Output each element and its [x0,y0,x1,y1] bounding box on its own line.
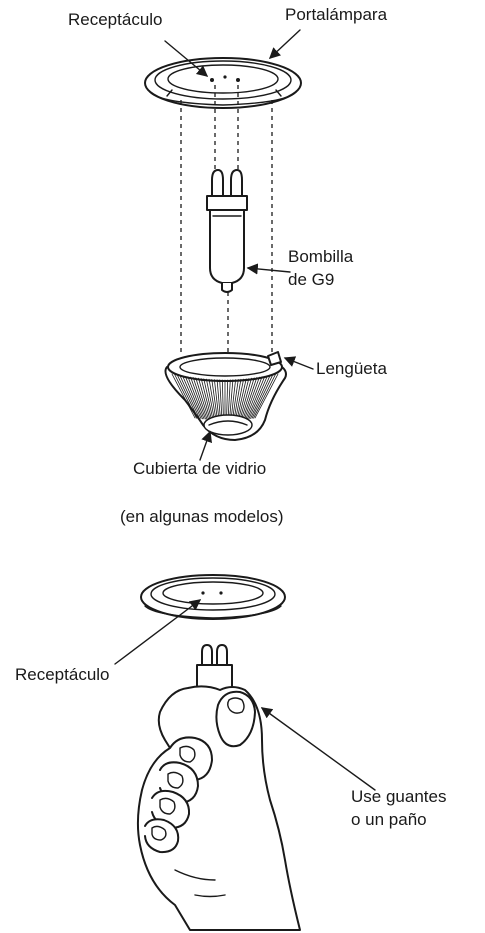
cover-rib [242,377,258,420]
cover-rib [238,378,250,420]
receptacle-label-top: Receptáculo [68,10,163,29]
cover-rib [213,379,220,421]
cover-rib [216,379,221,421]
glass-cover [164,351,287,441]
cover-rib [179,374,200,419]
cover-rib [235,378,245,421]
cover-rib [226,379,229,421]
cover-rib [247,375,266,420]
tab-label: Lengüeta [316,359,387,378]
cover-rib [184,375,203,420]
cover-rib [174,374,197,419]
lamp-holder-bottom [140,574,286,620]
cover-rib [171,373,196,419]
cover-rib [190,376,206,420]
cover-rib [245,376,263,420]
bulb-label-line1: Bombilla [288,247,354,266]
holder-label: Portalámpara [285,5,388,24]
cover-rib [229,379,234,421]
cover-label: Cubierta de vidrio [133,459,267,478]
cover-rib [254,373,279,419]
cover-rib [211,379,218,421]
cover-rib [182,375,202,420]
lamp-holder [144,57,302,109]
cover-rib [244,376,260,420]
cover-rib [219,379,223,421]
gloves-label-line2: o un paño [351,810,427,829]
cover-rib [233,378,242,421]
cover-rib [232,379,239,421]
cover-rib [200,378,212,420]
cover-rib [248,375,268,420]
cover-rib [187,376,205,420]
cover-rib [192,377,208,420]
models-note: (en algunas modelos) [120,507,284,526]
g9-bulb [206,169,248,293]
cover-rib [195,377,209,420]
cover-rib [208,378,217,421]
hand [136,685,301,931]
gloves-label-line1: Use guantes [351,787,447,806]
cover-rib [253,374,276,419]
cover-rib [236,378,247,421]
cover-rib [221,379,224,421]
callout-arrows-bottom [114,599,376,791]
cover-rib [198,377,211,420]
alignment-guides [180,85,273,362]
cover-rib [250,374,271,419]
cover-rib [230,379,237,421]
cover-rib [176,374,199,419]
cover-rib [251,374,274,419]
receptacle-holes [210,75,240,82]
cover-rib [205,378,215,421]
callout-arrows-top [164,29,314,461]
cover-rib [239,377,252,420]
receptacle-label-bottom: Receptáculo [15,665,110,684]
bulb-in-hand [196,644,233,691]
bulb-label-line2: de G9 [288,270,335,289]
cover-rib [227,379,231,421]
cover-rib [203,378,214,421]
cover-rib [241,377,255,420]
